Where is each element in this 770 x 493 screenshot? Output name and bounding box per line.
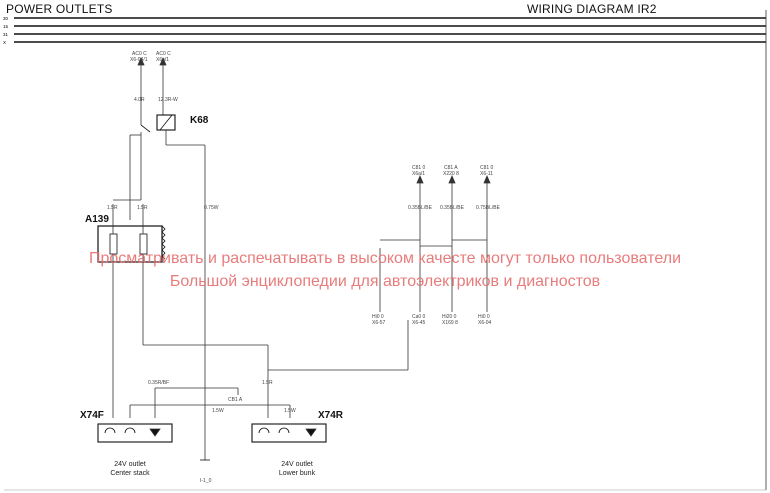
ref-label: AC0 C	[156, 51, 171, 57]
outlet-x74f-pin1	[104, 427, 116, 434]
ref-label: X6-11	[480, 171, 493, 177]
arrow-ref1	[137, 56, 145, 66]
ref-label: X169 8	[442, 320, 458, 326]
relay-k68-slash	[159, 114, 173, 131]
outlet-x74r-caption-line2: Lower bunk	[278, 470, 316, 477]
ref-label: X6-04/1	[130, 57, 148, 63]
rail-label-x: X	[3, 40, 6, 45]
power-rails	[14, 17, 766, 43]
rail-label-15: 15	[3, 24, 9, 29]
ref-label: X220 8	[443, 171, 459, 177]
wire-label: 0.75BL/BE	[476, 205, 500, 211]
watermark-line-1: Просматривать и распечатывать в высоком …	[88, 250, 682, 267]
module-a139-edge	[161, 225, 166, 260]
module-a139-label: A139	[85, 214, 109, 225]
ref-label: CB1 A	[228, 397, 243, 403]
wire-label: 1.5W	[284, 408, 296, 414]
wires	[97, 56, 491, 461]
rail-label-30: 30	[3, 16, 9, 21]
watermark-line-2: Большой энциклопедии для автоэлектриков …	[169, 273, 601, 290]
diagram-document-title: WIRING DIAGRAM IR2	[527, 2, 657, 16]
arrow-right-1	[416, 174, 424, 184]
outlet-x74f-caption: 24V outlet Center stack	[95, 460, 165, 478]
ref-label: X6a/1	[156, 57, 170, 63]
outlet-x74r-led	[305, 428, 317, 437]
relay-contact-arm	[140, 124, 151, 133]
outlet-x74f-pin2	[124, 427, 136, 434]
wire-label: 0.35BL/BE	[440, 205, 464, 211]
relay-k68-label: K68	[190, 115, 209, 126]
outlet-x74f-label: X74F	[80, 410, 104, 421]
ref-label: X6-57	[372, 320, 386, 326]
rail-label-31: 31	[3, 32, 9, 37]
wire-label: 4.0R	[134, 97, 145, 103]
outlet-x74r-pin1	[258, 427, 270, 434]
outlet-x74f-caption-line1: 24V outlet	[114, 461, 146, 468]
ref-label: X6-04	[478, 320, 492, 326]
wire-label: 12.3R-W	[158, 97, 178, 103]
ref-label: C81 0	[412, 165, 426, 171]
outlet-x74r-caption-line1: 24V outlet	[281, 461, 313, 468]
ref-label: Hi20 0	[442, 314, 457, 320]
wire-label: 1.5R	[107, 205, 118, 211]
ref-label: AC0 C	[132, 51, 147, 57]
wire-label: 1.5W	[212, 408, 224, 414]
module-a139-box	[97, 225, 163, 263]
module-a139-resistor2	[139, 233, 148, 255]
wire-label: 0.35BL/BE	[408, 205, 432, 211]
diagram-section-title: POWER OUTLETS	[6, 2, 113, 16]
outlet-x74f-caption-line2: Center stack	[110, 470, 150, 477]
outlet-x74f-led	[149, 428, 161, 437]
ref-label: C81 A	[444, 165, 458, 171]
ref-label: C81 0	[480, 165, 494, 171]
ref-label: X6-45	[412, 320, 426, 326]
ref-label: Hi0 0	[478, 314, 490, 320]
arrow-right-3	[483, 174, 491, 184]
module-a139-resistor1	[109, 233, 118, 255]
ref-label: Ca0 0	[412, 314, 426, 320]
wire-label: 1.5R	[137, 205, 148, 211]
outlet-x74r-label: X74R	[318, 410, 344, 421]
outlet-x74r-pin2	[278, 427, 290, 434]
ref-label: Hi0 0	[372, 314, 384, 320]
arrow-ref2	[159, 56, 167, 66]
wire-label: 0.35R/BF	[148, 380, 170, 386]
arrow-right-2	[448, 174, 456, 184]
wire-label: 1.5R	[262, 380, 273, 386]
ref-label: X6a/1	[412, 171, 426, 177]
wire-label: 0.75W	[204, 205, 219, 211]
outlet-x74r-caption: 24V outlet Lower bunk	[262, 460, 332, 478]
ground-ref-label: I-1_0	[200, 478, 212, 484]
